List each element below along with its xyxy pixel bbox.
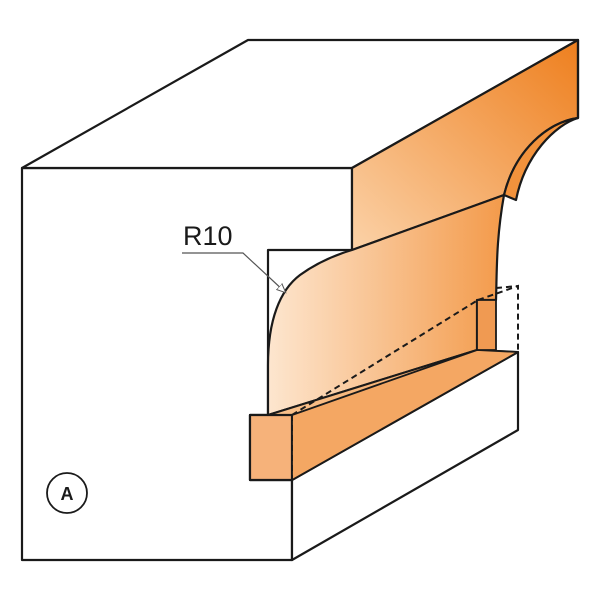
radius-label: R10 — [183, 221, 233, 251]
profile-cove-side — [502, 38, 580, 202]
marker-circle — [46, 472, 88, 514]
marker-label: A — [61, 484, 74, 504]
hidden-line-rebate-top — [291, 299, 479, 416]
hidden-line-back — [495, 285, 519, 289]
radius-leader-line — [182, 252, 285, 292]
profile-rebate-front — [248, 413, 294, 482]
profile-cove-face — [266, 193, 506, 417]
profile-step-face — [476, 299, 497, 351]
